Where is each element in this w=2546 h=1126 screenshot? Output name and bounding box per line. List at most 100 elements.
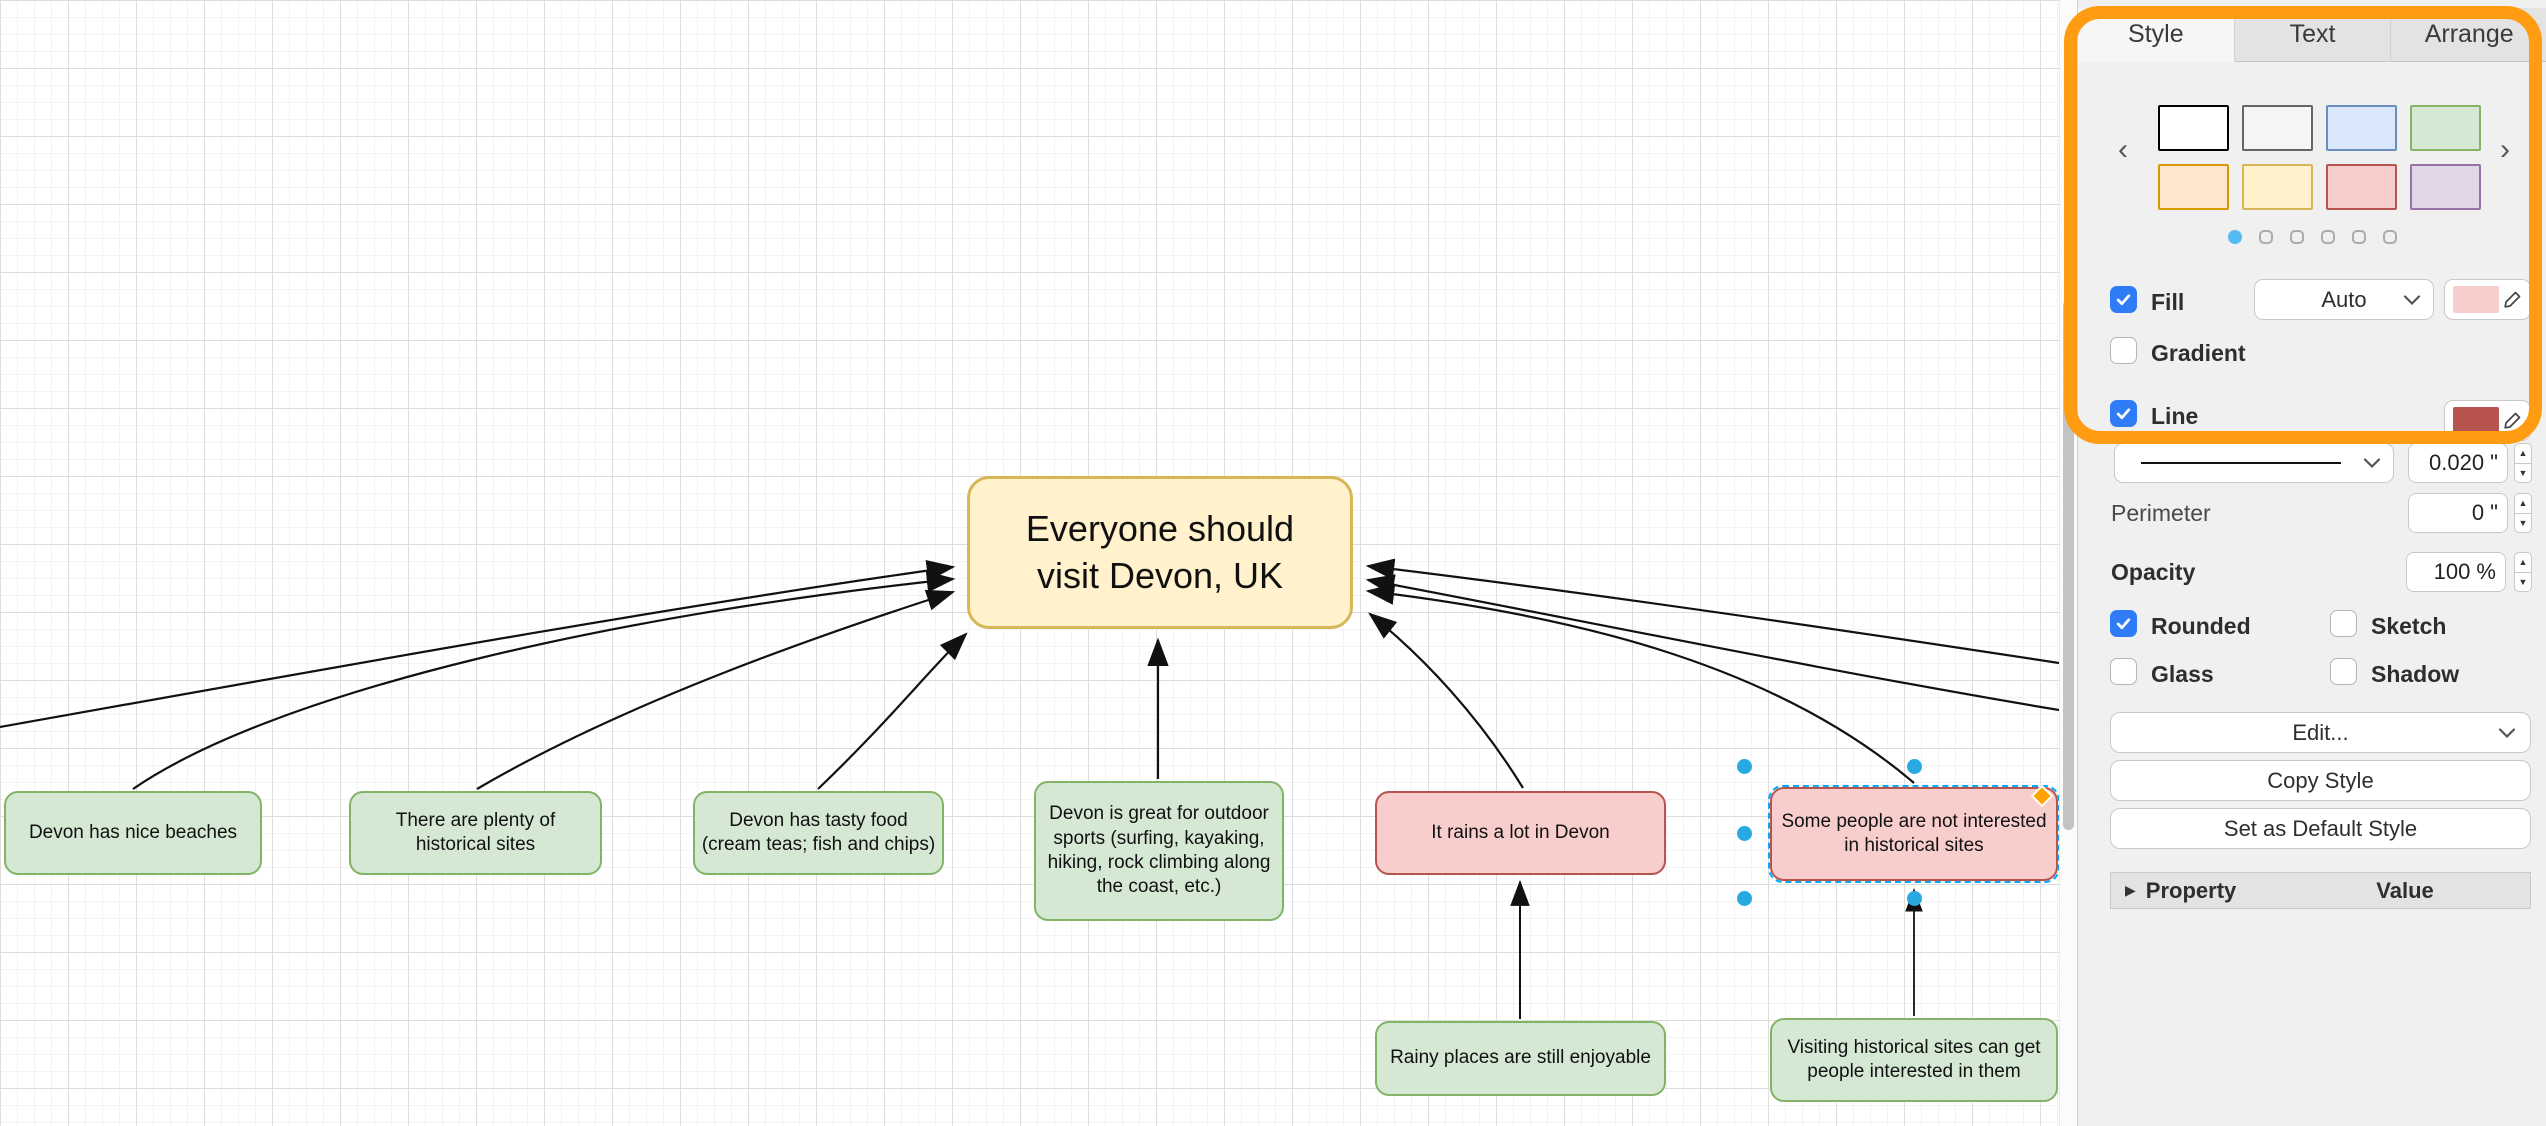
property-table-header[interactable]: ▶ Property Value	[2110, 872, 2531, 909]
property-column-label: Property	[2145, 877, 2237, 903]
gradient-label: Gradient	[2151, 340, 2246, 366]
line-color-chip	[2453, 407, 2499, 434]
gradient-checkbox[interactable]	[2110, 337, 2137, 364]
edge-food-to-claim	[817, 632, 968, 790]
edge-offscreen-right-upper-to-claim	[1365, 558, 2059, 665]
line-checkbox[interactable]	[2110, 400, 2137, 427]
chevron-down-icon	[2498, 727, 2516, 738]
disclosure-triangle-icon[interactable]: ▶	[2125, 882, 2136, 898]
line-label: Line	[2151, 403, 2199, 429]
format-tabs: Style Text Arrange	[2078, 8, 2546, 62]
eyedropper-icon	[2504, 412, 2521, 429]
stepper-up-icon[interactable]: ▲	[2514, 493, 2532, 513]
style-swatch-red[interactable]	[2326, 164, 2397, 210]
set-default-style-button[interactable]: Set as Default Style	[2110, 808, 2531, 849]
edge-offscreen-right-lower-to-claim	[1365, 574, 2059, 712]
checkmark-icon	[2116, 294, 2131, 306]
style-swatch-orange[interactable]	[2158, 164, 2229, 210]
scrollbar-thumb[interactable]	[2063, 300, 2074, 830]
rounded-checkbox[interactable]	[2110, 610, 2137, 637]
style-swatch-yellow[interactable]	[2242, 164, 2313, 210]
copy-style-button[interactable]: Copy Style	[2110, 760, 2531, 801]
node-beaches[interactable]: Devon has nice beaches	[4, 791, 262, 875]
rounded-label: Rounded	[2151, 613, 2251, 639]
opacity-stepper[interactable]: ▲ ▼	[2514, 552, 2532, 592]
canvas-vertical-scrollbar[interactable]	[2059, 0, 2077, 1126]
page-dot-4[interactable]	[2321, 230, 2335, 244]
opacity-label: Opacity	[2111, 559, 2196, 585]
chevron-down-icon	[2363, 458, 2381, 469]
palette-prev-icon[interactable]: ‹	[2118, 133, 2128, 166]
edge-historical-to-claim	[476, 589, 956, 790]
sketch-label: Sketch	[2371, 613, 2447, 639]
selection-handle-bottom-center[interactable]	[1907, 891, 1922, 906]
page-dot-3[interactable]	[2290, 230, 2304, 244]
fill-checkbox[interactable]	[2110, 286, 2137, 313]
edit-style-button[interactable]: Edit...	[2110, 712, 2531, 753]
selection-handle-top-left[interactable]	[1737, 759, 1752, 774]
edge-beaches-to-claim	[132, 571, 956, 790]
diagram-canvas[interactable]: Everyone should visit Devon, UK Devon ha…	[0, 0, 2060, 1126]
tab-arrange[interactable]: Arrange	[2391, 8, 2546, 62]
stepper-up-icon[interactable]: ▲	[2514, 443, 2532, 463]
opacity-input[interactable]: 100 %	[2406, 552, 2506, 592]
line-width-input[interactable]: 0.020 "	[2408, 443, 2508, 483]
eyedropper-icon	[2504, 291, 2521, 308]
node-not-interested[interactable]: Some people are not interested in histor…	[1770, 787, 2058, 881]
selection-handle-bottom-left[interactable]	[1737, 891, 1752, 906]
node-historical-sites[interactable]: There are plenty of historical sites	[349, 791, 602, 875]
node-rains-a-lot[interactable]: It rains a lot in Devon	[1375, 791, 1666, 875]
chevron-down-icon	[2403, 294, 2421, 305]
node-rainy-enjoyable[interactable]: Rainy places are still enjoyable	[1375, 1021, 1666, 1096]
line-style-preview	[2141, 462, 2341, 464]
sketch-checkbox[interactable]	[2330, 610, 2357, 637]
line-style-select[interactable]	[2114, 443, 2394, 483]
stepper-up-icon[interactable]: ▲	[2514, 552, 2532, 572]
page-dot-2[interactable]	[2259, 230, 2273, 244]
perimeter-input[interactable]: 0 "	[2408, 493, 2508, 533]
edges-layer	[0, 558, 2059, 1019]
perimeter-stepper[interactable]: ▲ ▼	[2514, 493, 2532, 533]
edge-rain-to-claim	[1368, 612, 1524, 789]
palette-next-icon[interactable]: ›	[2500, 133, 2510, 166]
glass-checkbox[interactable]	[2110, 658, 2137, 685]
style-swatch-blue[interactable]	[2326, 105, 2397, 151]
fill-mode-select[interactable]: Auto	[2254, 279, 2434, 320]
edge-offscreen-left-to-claim	[0, 560, 956, 729]
tab-style[interactable]: Style	[2078, 8, 2235, 62]
selection-handle-middle-left[interactable]	[1737, 826, 1752, 841]
format-panel: Style Text Arrange ‹ › Fill Auto	[2077, 0, 2546, 1126]
line-color-button[interactable]	[2444, 400, 2531, 441]
checkmark-icon	[2116, 618, 2131, 630]
style-swatch-green[interactable]	[2410, 105, 2481, 151]
palette-page-dots	[2078, 230, 2546, 244]
node-claim[interactable]: Everyone should visit Devon, UK	[967, 476, 1353, 629]
stepper-down-icon[interactable]: ▼	[2514, 462, 2532, 483]
shadow-label: Shadow	[2371, 661, 2460, 687]
page-dot-1[interactable]	[2228, 230, 2242, 244]
fill-mode-value: Auto	[2321, 286, 2367, 312]
node-tasty-food[interactable]: Devon has tasty food (cream teas; fish a…	[693, 791, 944, 875]
edge-notinterested-to-claim	[1365, 583, 1915, 784]
fill-label: Fill	[2151, 289, 2185, 315]
page-dot-6[interactable]	[2383, 230, 2397, 244]
tab-text[interactable]: Text	[2234, 8, 2392, 62]
stepper-down-icon[interactable]: ▼	[2514, 512, 2532, 533]
fill-color-button[interactable]	[2444, 279, 2531, 320]
shadow-checkbox[interactable]	[2330, 658, 2357, 685]
style-swatch-white[interactable]	[2158, 105, 2229, 151]
glass-label: Glass	[2151, 661, 2214, 687]
edit-style-label: Edit...	[2292, 719, 2349, 745]
node-outdoor-sports[interactable]: Devon is great for outdoor sports (surfi…	[1034, 781, 1284, 921]
style-swatch-gray[interactable]	[2242, 105, 2313, 151]
fill-color-chip	[2453, 286, 2499, 313]
page-dot-5[interactable]	[2352, 230, 2366, 244]
style-swatch-purple[interactable]	[2410, 164, 2481, 210]
selection-handle-top-center[interactable]	[1907, 759, 1922, 774]
value-column-label: Value	[2376, 877, 2434, 903]
node-visiting-interest[interactable]: Visiting historical sites can get people…	[1770, 1018, 2058, 1102]
stepper-down-icon[interactable]: ▼	[2514, 571, 2532, 592]
perimeter-label: Perimeter	[2111, 500, 2211, 526]
line-width-stepper[interactable]: ▲ ▼	[2514, 443, 2532, 483]
